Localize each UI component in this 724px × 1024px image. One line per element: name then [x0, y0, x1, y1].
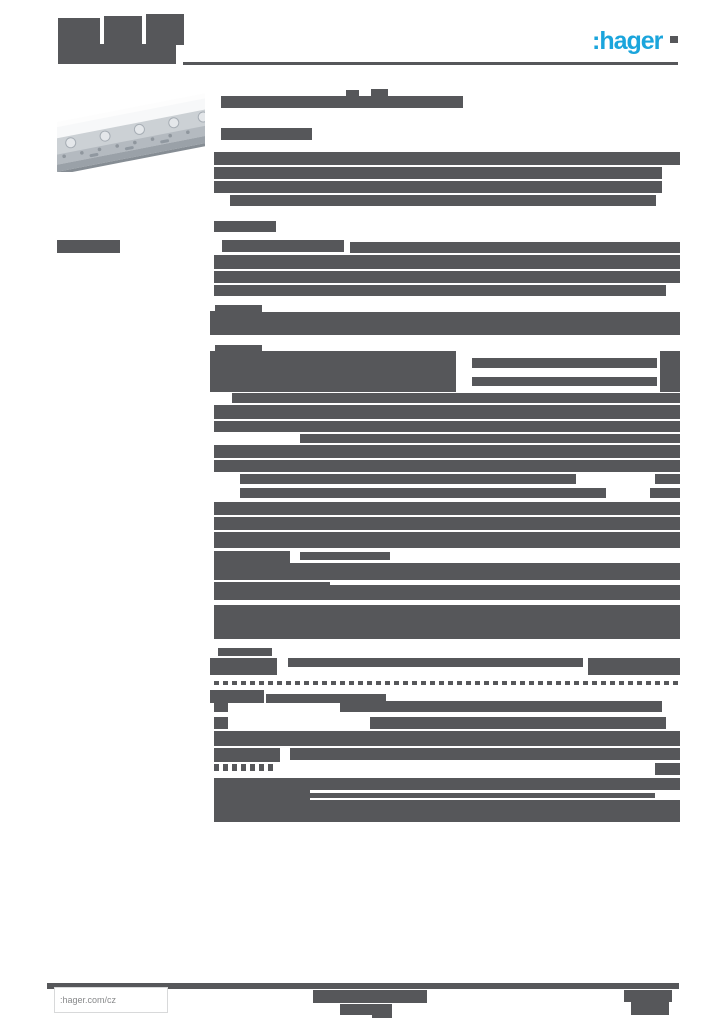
redacted-text-bar — [310, 800, 680, 822]
product-code-redacted — [58, 44, 176, 64]
redacted-text-bar — [330, 585, 680, 600]
footer-doc-code-redacted — [631, 1001, 669, 1015]
redacted-text-bar — [214, 421, 680, 432]
redacted-text-bar — [300, 552, 390, 560]
logo-registered-mark — [670, 36, 678, 43]
redacted-text-bar — [214, 717, 228, 729]
redacted-text-bar — [310, 793, 655, 798]
description-redacted — [214, 152, 680, 165]
redacted-text-bar — [214, 778, 310, 822]
product-photo — [57, 84, 205, 172]
redacted-text-bar — [266, 694, 386, 703]
redacted-text-bar — [214, 582, 330, 600]
redacted-text-bar — [300, 434, 680, 443]
redacted-text-bar — [262, 312, 680, 335]
redacted-text-bar — [214, 285, 666, 296]
redacted-text-bar — [472, 358, 657, 368]
description-redacted — [214, 181, 662, 193]
redacted-text-bar — [310, 778, 680, 790]
redacted-text-bar — [214, 701, 228, 712]
description-redacted — [230, 195, 656, 206]
redacted-text-bar — [660, 351, 680, 392]
title-redacted — [221, 96, 463, 108]
redacted-text-bar — [218, 648, 272, 656]
hager-logo: :hager — [592, 27, 663, 55]
redacted-text-bar — [214, 445, 680, 458]
footer-page-info-redacted — [372, 1010, 392, 1018]
redacted-text-bar — [214, 563, 680, 580]
website-link[interactable]: :hager.com/cz — [60, 995, 117, 1005]
redacted-text-bar — [214, 502, 680, 515]
redacted-text-bar — [214, 271, 680, 283]
redacted-text-bar — [650, 488, 680, 498]
redacted-text-bar — [214, 748, 280, 762]
product-code-redacted — [58, 18, 100, 45]
product-code-redacted — [146, 14, 184, 45]
sidebar-label-redacted — [57, 240, 120, 253]
footer-page-info-redacted — [340, 1004, 392, 1015]
redacted-text-bar — [214, 605, 680, 639]
footer-doc-code-redacted — [624, 990, 672, 1002]
product-code-redacted — [104, 16, 142, 45]
mounting-rail-illustration — [57, 90, 205, 172]
redacted-text-bar — [215, 305, 262, 312]
footer-divider — [47, 983, 679, 989]
redacted-text-bar — [222, 240, 344, 252]
redacted-text-bar — [655, 474, 680, 484]
website-link-box: :hager.com/cz — [54, 987, 168, 1013]
subtitle-redacted — [221, 128, 312, 140]
redacted-text-bar — [214, 731, 680, 746]
redacted-text-bar — [210, 658, 277, 675]
redacted-text-bar — [240, 488, 606, 498]
redacted-text-bar — [290, 748, 680, 760]
redacted-text-bar — [232, 393, 680, 403]
redacted-text-bar — [214, 532, 680, 548]
title-redacted — [346, 90, 359, 97]
footer-page-info-redacted — [313, 990, 427, 1003]
redacted-text-bar — [210, 690, 264, 703]
redacted-text-bar — [240, 474, 576, 484]
redacted-text-bar — [214, 517, 680, 530]
redacted-text-bar — [214, 460, 680, 472]
dotted-leader-redacted — [214, 681, 680, 685]
header-divider — [183, 62, 678, 65]
redacted-text-bar — [350, 242, 680, 253]
redacted-text-bar — [288, 658, 583, 667]
redacted-text-bar — [210, 351, 456, 392]
redacted-text-bar — [472, 377, 657, 386]
description-redacted — [214, 167, 662, 179]
redacted-text-bar — [214, 255, 680, 269]
section-heading-redacted — [214, 221, 276, 232]
redacted-text-bar — [340, 701, 662, 712]
dotted-leader-redacted — [214, 764, 276, 771]
redacted-text-bar — [214, 405, 680, 419]
redacted-text-bar — [655, 763, 680, 775]
title-redacted — [371, 89, 388, 97]
redacted-text-bar — [215, 345, 262, 351]
redacted-text-bar — [588, 658, 680, 675]
redacted-text-bar — [370, 717, 666, 729]
redacted-text-bar — [210, 311, 262, 335]
